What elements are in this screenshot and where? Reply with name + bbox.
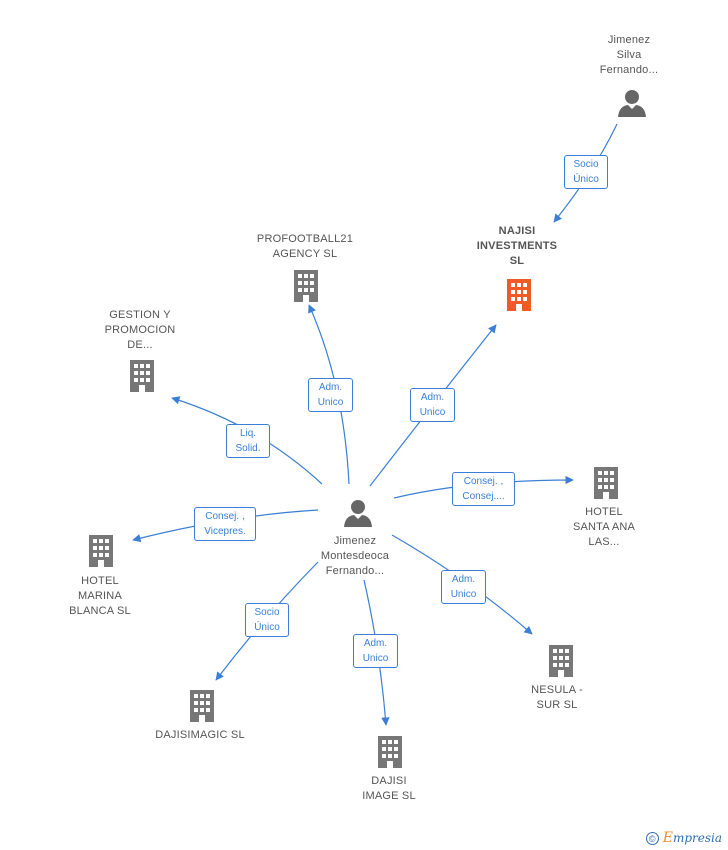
edge-label-silva-najisi[interactable]: Socio Único <box>564 155 608 189</box>
node-label-dajisimagic[interactable]: DAJISIMAGIC SL <box>155 729 245 741</box>
node-label-najisi-investments[interactable]: NAJISI INVESTMENTS SL <box>476 225 558 267</box>
node-label-nesula-sur[interactable]: NESULA - SUR SL <box>531 684 583 711</box>
building-icon[interactable] <box>186 688 218 722</box>
edge-label-center-dajisimagic[interactable]: Socio Único <box>245 603 289 637</box>
node-label-gestion-promocion[interactable]: GESTION Y PROMOCION DE... <box>104 309 176 351</box>
building-icon[interactable] <box>126 358 158 392</box>
node-label-hotel-santa-ana[interactable]: HOTEL SANTA ANA LAS... <box>572 506 636 548</box>
edge-label-center-nesula[interactable]: Adm. Unico <box>441 570 486 604</box>
person-icon[interactable] <box>617 89 647 117</box>
brand-footer: © Empresia <box>645 830 722 846</box>
node-label-profootball21[interactable]: PROFOOTBALL21 AGENCY SL <box>256 233 354 260</box>
building-icon[interactable] <box>503 277 535 311</box>
edge-label-center-hotel-marina[interactable]: Consej. , Vicepres. <box>194 507 256 541</box>
building-icon[interactable] <box>85 533 117 567</box>
edge-label-center-dajisi-image[interactable]: Adm. Unico <box>353 634 398 668</box>
node-label-hotel-marina-blanca[interactable]: HOTEL MARINA BLANCA SL <box>69 575 131 617</box>
person-icon[interactable] <box>343 498 373 528</box>
edge-label-center-najisi[interactable]: Adm. Unico <box>410 388 455 422</box>
node-label-jimenez-silva[interactable]: Jimenez Silva Fernando... <box>599 34 659 76</box>
node-label-center-person[interactable]: Jimenez Montesdeoca Fernando... <box>320 535 390 577</box>
edge-label-center-gestion[interactable]: Liq. Solid. <box>226 424 270 458</box>
building-icon[interactable] <box>374 734 406 768</box>
building-icon[interactable] <box>290 268 322 302</box>
node-label-dajisi-image[interactable]: DAJISI IMAGE SL <box>362 775 416 802</box>
building-icon[interactable] <box>590 465 622 499</box>
building-icon[interactable] <box>545 643 577 677</box>
edge-label-center-profootball[interactable]: Adm. Unico <box>308 378 353 412</box>
copyright-icon: © <box>645 831 659 845</box>
edge-label-center-hotel-santa-ana[interactable]: Consej. , Consej.... <box>452 472 515 506</box>
brand-logo: Empresia <box>662 830 722 846</box>
